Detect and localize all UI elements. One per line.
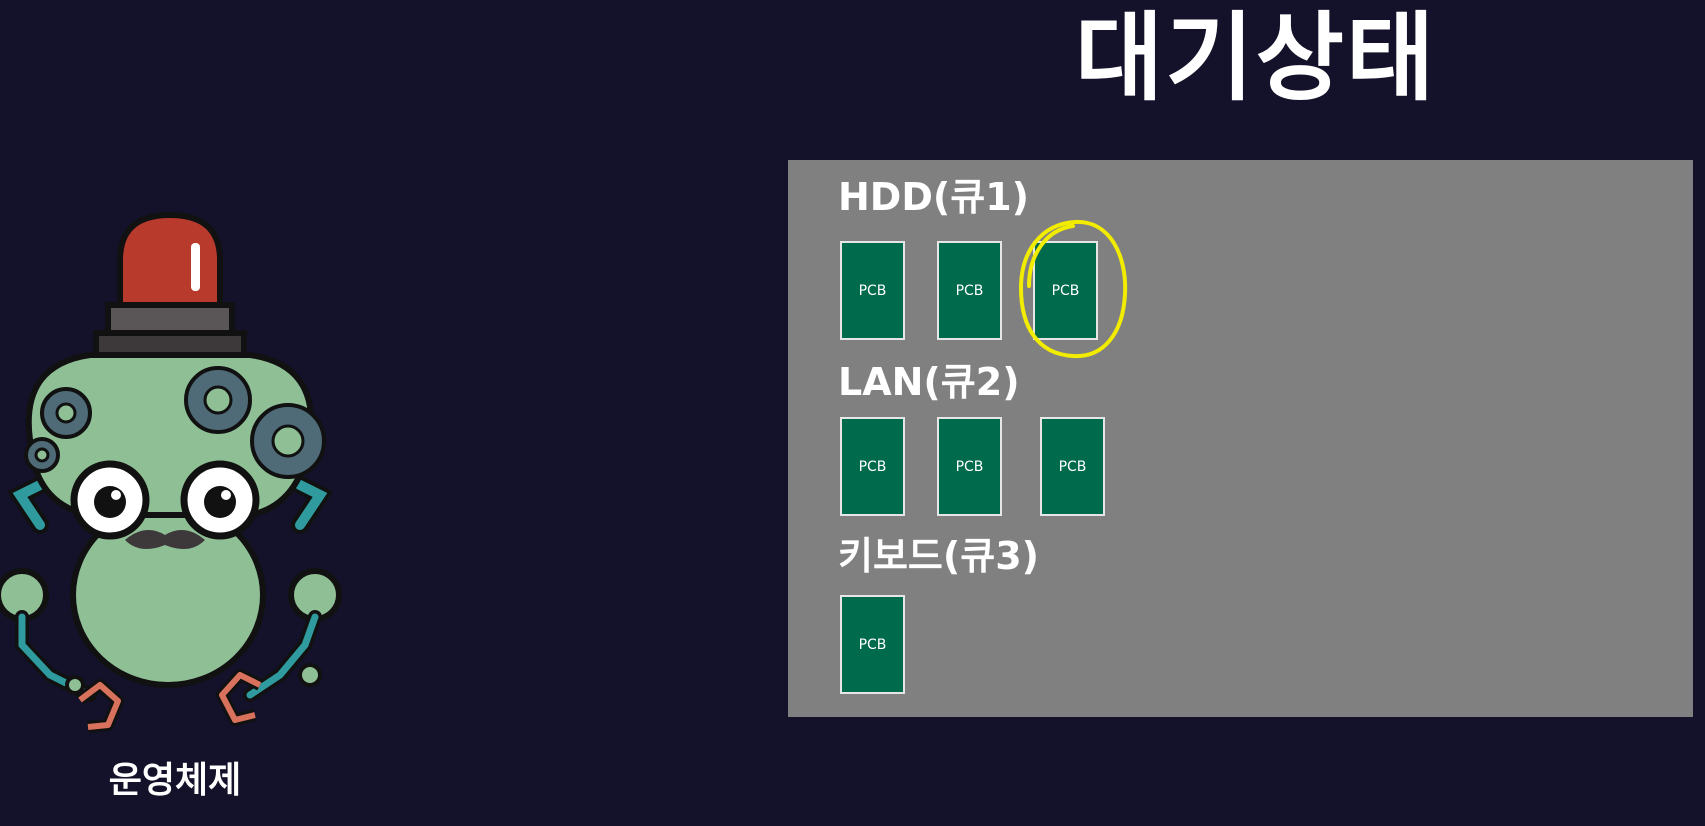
queue-label-hdd: HDD(큐1) [838, 175, 1030, 219]
pcb-hdd-1: PCB [840, 241, 905, 340]
queue-label-lan: LAN(큐2) [838, 360, 1020, 404]
pcb-lan-2: PCB [937, 417, 1002, 516]
pcb-hdd-2: PCB [937, 241, 1002, 340]
os-robot-icon [0, 211, 342, 733]
pcb-lan-1: PCB [840, 417, 905, 516]
waiting-queue-panel [788, 160, 1693, 717]
pcb-lan-3: PCB [1040, 417, 1105, 516]
pcb-hdd-3: PCB [1033, 241, 1098, 340]
slide-title: 대기상태 [1075, 2, 1437, 114]
queue-label-keyboard: 키보드(큐3) [838, 534, 1040, 578]
pcb-keyboard-1: PCB [840, 595, 905, 694]
os-label: 운영체제 [108, 760, 242, 801]
